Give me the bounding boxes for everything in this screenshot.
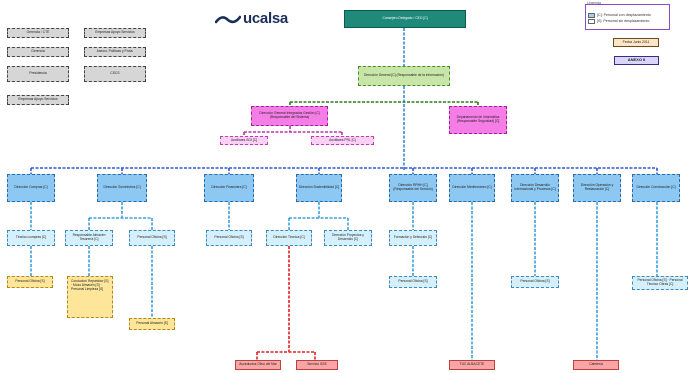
- site-box: Acueductos Olivo del Mar: [235, 360, 281, 370]
- company-logo: ucalsa: [215, 10, 288, 27]
- pink-sub-box: Auxiliares SGI [C]: [220, 136, 268, 145]
- logo-wave-icon: [215, 15, 241, 23]
- gray-box: Empresas Apoyo Servicios: [84, 28, 146, 38]
- unit-box: Dirección Técnica [C]: [266, 230, 312, 246]
- site-box: Servicio GSE: [296, 360, 338, 370]
- direction-box: Dirección Sostenibilidad [C]: [296, 174, 342, 202]
- unit-box: Formación y Selección [C]: [389, 230, 437, 246]
- direction-box: Dirección Suministros [C]: [97, 174, 147, 202]
- direction-box: Dirección Compras [C]: [7, 174, 55, 202]
- unit-box: Personal Oficina [S]: [206, 230, 252, 246]
- legend: [C]: Personal con desplazamiento [S]: Pe…: [585, 4, 670, 30]
- unit-box: Personal Oficina [S]: [129, 230, 175, 246]
- legend-label: [C]: Personal con desplazamiento: [597, 13, 651, 17]
- date-tag: Fecha Junio 2011: [613, 38, 659, 47]
- staff-box: Personal Oficina [S]: [511, 276, 559, 288]
- gray-box: Presidencia: [7, 66, 69, 82]
- unit-box: Técnico compras [C]: [7, 230, 55, 246]
- direction-box: Dirección RRHH [C] (Responsable del Serv…: [389, 174, 437, 202]
- direction-box: Dirección Desarrollo Internacional y Pro…: [511, 174, 559, 202]
- annex-tag: ANEXO II: [614, 56, 659, 65]
- ceo-box: Consejero Delegado / CEO [C]: [344, 10, 466, 28]
- direction-box: Dirección Mediterráneo [C]: [449, 174, 495, 202]
- gray-box: Asesor, Políticas y Prota.: [84, 47, 146, 57]
- director-general-box: Dirección General [C] (Responsable de la…: [358, 66, 450, 86]
- logo-text: ucalsa: [243, 10, 288, 27]
- it-department-box: Departamento de Informática (Responsable…: [449, 106, 507, 134]
- unit-box: Dirección Proyectos y Desarrollo [C]: [324, 230, 372, 246]
- staff-box: Personal Oficina [S] · Personal Técnico …: [632, 276, 688, 290]
- direction-box: Dirección Operación y Restauración [C]: [573, 174, 621, 202]
- unit-box: Responsable Almacén Tesorería [C]: [65, 230, 113, 246]
- legend-title: Legenda: [587, 1, 601, 5]
- direction-box: Dirección Construcción [C]: [632, 174, 680, 202]
- legend-swatch: [588, 18, 595, 24]
- staff-box: Conductor/ Repartidor [S] · Mozo Almacén…: [67, 276, 113, 318]
- integrated-management-box: Dirección General Integrados Gestión [C]…: [251, 106, 328, 126]
- site-box: Cafetería: [573, 360, 619, 370]
- gray-box: Empresas Apoyo Servicios: [7, 95, 69, 105]
- pink-sub-box: Auxiliares PRL [C]: [311, 136, 374, 145]
- legend-swatch: [588, 12, 595, 18]
- staff-box: Personal Oficina [S]: [389, 276, 437, 288]
- site-box: TUC ALBACETE: [449, 360, 495, 370]
- gray-box: CSCS: [84, 66, 146, 82]
- gray-box: Gerencia / CTE: [7, 28, 69, 38]
- legend-item: [S]: Personal sin desplazamiento: [586, 18, 669, 24]
- legend-item: [C]: Personal con desplazamiento: [586, 12, 669, 18]
- staff-box: Personal Almacén [S]: [129, 318, 175, 330]
- legend-label: [S]: Personal sin desplazamiento: [597, 19, 650, 23]
- staff-box: Personal Oficina [S]: [7, 276, 53, 288]
- gray-box: Gerencia: [7, 47, 69, 57]
- direction-box: Dirección Financiera [C]: [204, 174, 254, 202]
